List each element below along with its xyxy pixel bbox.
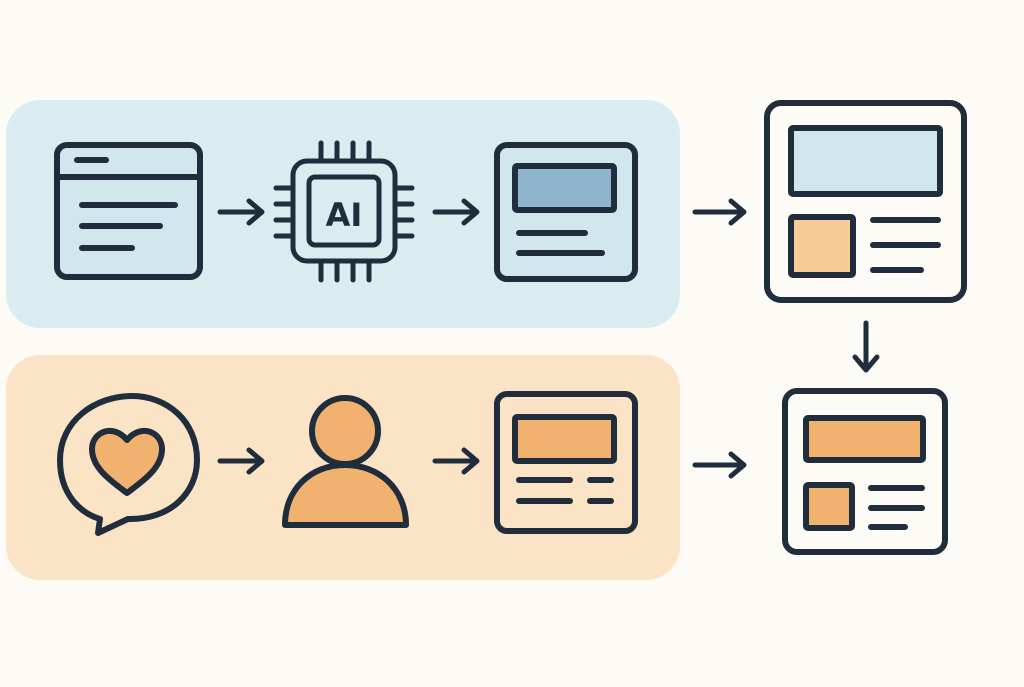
heart-speech-bubble-icon <box>57 393 200 536</box>
arrow-right-icon <box>217 198 265 226</box>
arrow-down-icon <box>852 320 880 373</box>
arrow-right-icon <box>692 451 747 479</box>
ai-chip-icon <box>273 140 415 283</box>
text-document-icon <box>54 142 203 280</box>
final-layout-icon <box>782 388 948 555</box>
arrow-right-icon <box>432 198 480 226</box>
arrow-right-icon <box>432 447 480 475</box>
large-layout-icon <box>764 100 967 303</box>
reviewed-layout-icon <box>494 391 638 534</box>
ai-chip-label: AI <box>326 196 363 234</box>
arrow-right-icon <box>692 198 747 226</box>
arrow-right-icon <box>217 447 265 475</box>
person-icon <box>282 395 409 528</box>
generated-layout-icon <box>494 142 638 282</box>
